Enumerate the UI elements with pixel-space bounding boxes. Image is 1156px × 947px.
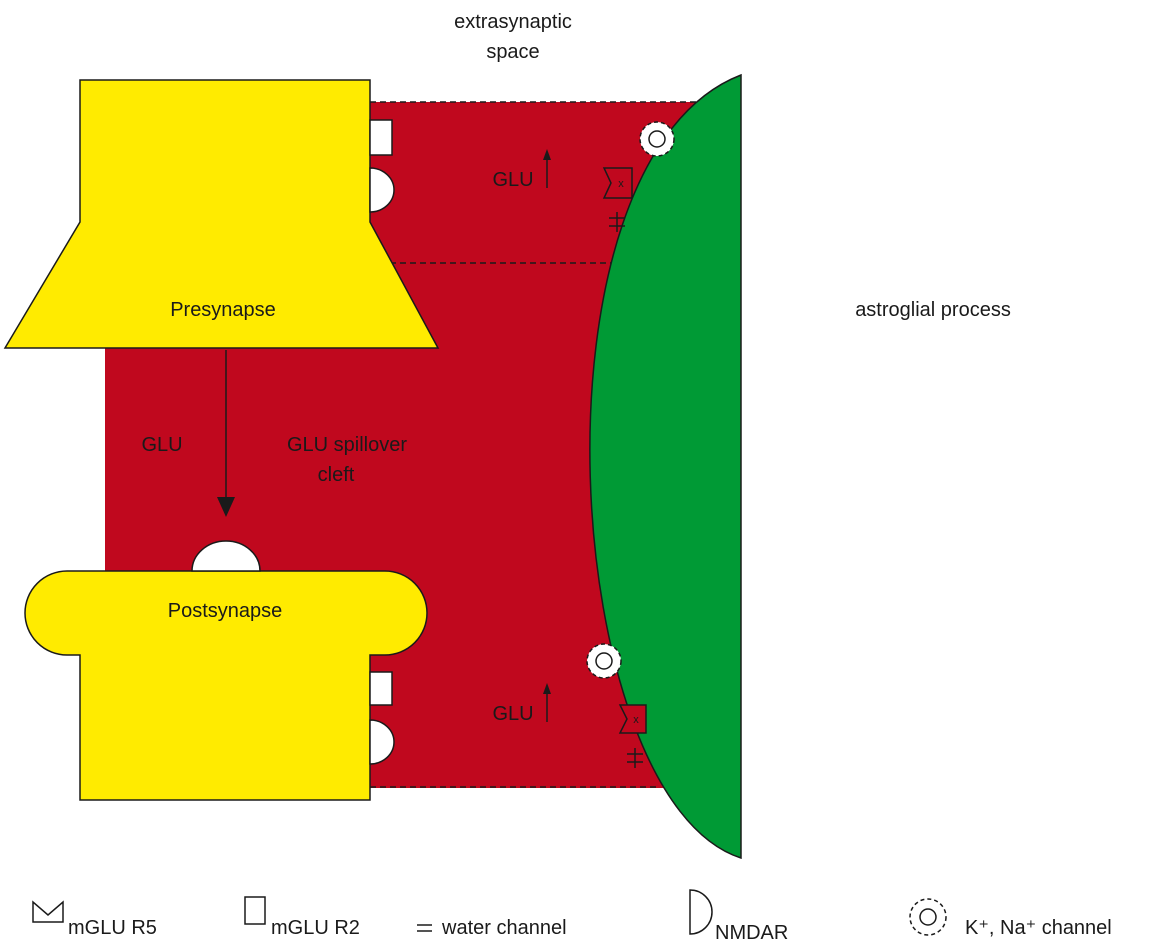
nmdar-receptor-post	[369, 719, 395, 765]
glu-increase-arrowhead-top	[543, 149, 551, 160]
water-channel-top	[609, 212, 625, 232]
astroglial-process-label: astroglial process	[855, 299, 1011, 321]
presynapse-label: Presynapse	[170, 299, 276, 321]
mglu-r5-icon	[32, 900, 64, 923]
presynapse-shape	[3, 79, 440, 349]
glu-release-arrowhead	[217, 497, 235, 517]
glu-increase-arrowhead-bottom	[543, 683, 551, 694]
extrasynaptic-label-line1: extrasynaptic	[454, 11, 572, 33]
extrasynaptic-label-line2: space	[486, 41, 539, 63]
water-channel-bottom	[627, 748, 643, 768]
mglu-r5-x-bottom: x	[633, 714, 639, 726]
spillover-label-line2: cleft	[318, 464, 355, 486]
mglu-r5-receptor-top	[602, 167, 633, 199]
mglu-r5-receptor-bottom	[618, 704, 647, 734]
mglu-r2-icon	[244, 896, 266, 925]
k-na-channel-top	[639, 121, 675, 157]
glu-label: GLU	[141, 434, 182, 456]
mglu-r2-receptor-pre	[369, 119, 393, 156]
legend-label-water-channel: water channel	[441, 917, 567, 939]
legend-label-k-na-channel: K⁺, Na⁺ channel	[965, 917, 1112, 939]
postsynapse-label: Postsynapse	[168, 600, 283, 622]
mglu-r5-x-top: x	[618, 178, 624, 190]
glu-top-label: GLU	[492, 169, 533, 191]
legend-label-mglu-r2: mGLU R2	[271, 917, 360, 939]
spillover-label-line1: GLU spillover	[287, 434, 407, 456]
k-na-channel-icon	[909, 898, 947, 936]
water-channel-icon	[417, 924, 432, 932]
nmdar-icon	[689, 889, 713, 935]
postsynapse-shape	[24, 570, 428, 801]
mglu-r2-receptor-post	[369, 671, 393, 706]
nmdar-receptor-post-top	[191, 540, 261, 572]
nmdar-receptor-pre	[369, 167, 395, 213]
legend-label-mglu-r5: mGLU R5	[68, 917, 157, 939]
k-na-channel-bottom	[586, 643, 622, 679]
glu-bottom-label: GLU	[492, 703, 533, 725]
legend-label-nmdar: NMDAR	[715, 922, 788, 944]
legend: mGLU R5 mGLU R2 water channel NMDAR K⁺, …	[32, 889, 1112, 944]
